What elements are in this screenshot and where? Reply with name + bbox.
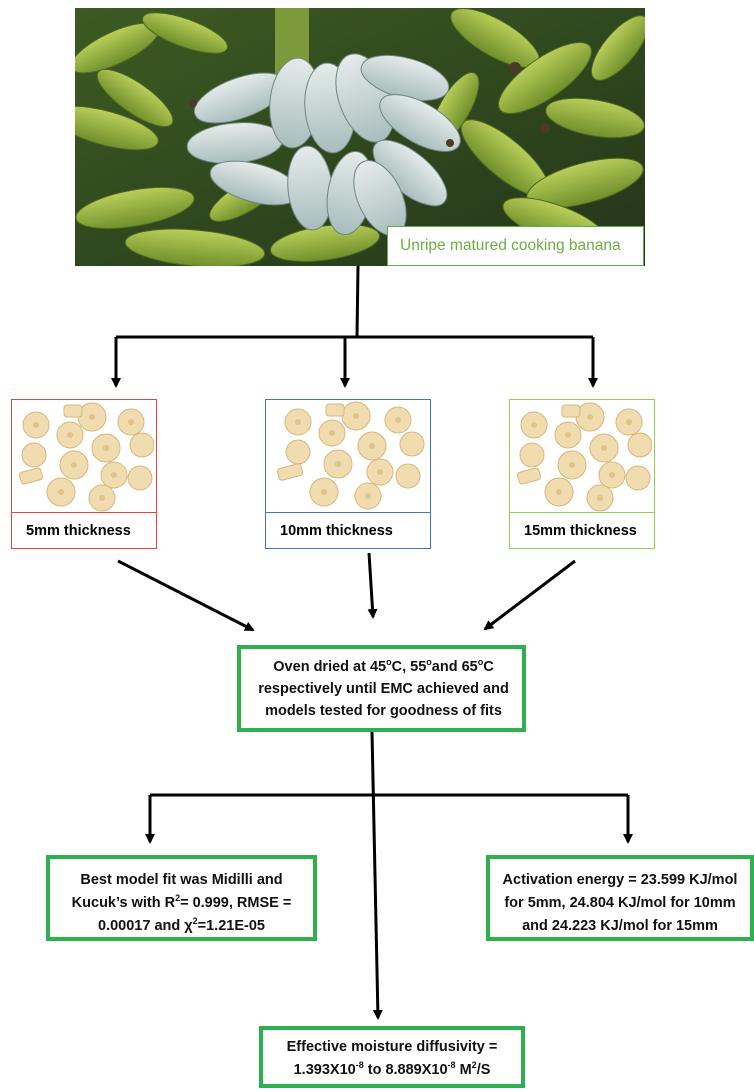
oven-drying-box: Oven dried at 45oC, 55oand 65oC respecti… [237, 645, 526, 732]
diffusivity-line-2: 1.393X10-8 to 8.889X10-8 M2/S [293, 1060, 491, 1079]
thickness-box-10mm: 10mm thickness [265, 399, 431, 549]
connector-15mm-to-oven [483, 559, 576, 631]
best-model-line-1: Best model fit was Midilli and [80, 872, 283, 888]
best-model-line-3: 0.00017 and χ2=1.21E-05 [98, 916, 265, 935]
thickness-box-15mm: 15mm thickness [509, 399, 655, 549]
oven-line-2: respectively until EMC achieved and [258, 681, 509, 697]
activation-line-1: Activation energy = 23.599 KJ/mol [502, 872, 738, 888]
activation-line-3: and 24.223 KJ/mol for 15mm [522, 918, 718, 934]
thickness-label-15mm: 15mm thickness [510, 512, 654, 548]
thickness-label-5mm: 5mm thickness [12, 512, 156, 548]
banana-slices-image [516, 402, 652, 512]
banana-slices-image [18, 402, 154, 512]
connector-photo-down [355, 265, 360, 338]
activation-line-2: for 5mm, 24.804 KJ/mol for 10mm [504, 895, 736, 911]
best-model-box: Best model fit was Midilli and Kucuk’s w… [46, 855, 317, 941]
photo-caption: Unripe matured cooking banana [387, 226, 644, 266]
banana-photo-drawing [75, 8, 645, 266]
banana-slices-image [277, 401, 425, 510]
banana-photo: Unripe matured cooking banana [75, 8, 645, 266]
connector-10mm-to-oven [367, 552, 378, 619]
connector-5mm-to-oven [117, 559, 255, 632]
activation-energy-box: Activation energy = 23.599 KJ/mol for 5m… [486, 855, 754, 941]
moisture-diffusivity-box: Effective moisture diffusivity = 1.393X1… [259, 1026, 525, 1088]
thickness-label-10mm: 10mm thickness [266, 512, 430, 548]
thickness-box-5mm: 5mm thickness [11, 399, 157, 549]
best-model-line-2: Kucuk’s with R2= 0.999, RMSE = [71, 893, 292, 912]
connector-oven-down [370, 731, 383, 1020]
oven-line-3: models tested for goodness of fits [265, 703, 502, 719]
oven-line-1: Oven dried at 45oC, 55oand 65oC [273, 657, 494, 676]
diffusivity-line-1: Effective moisture diffusivity = [286, 1039, 498, 1055]
